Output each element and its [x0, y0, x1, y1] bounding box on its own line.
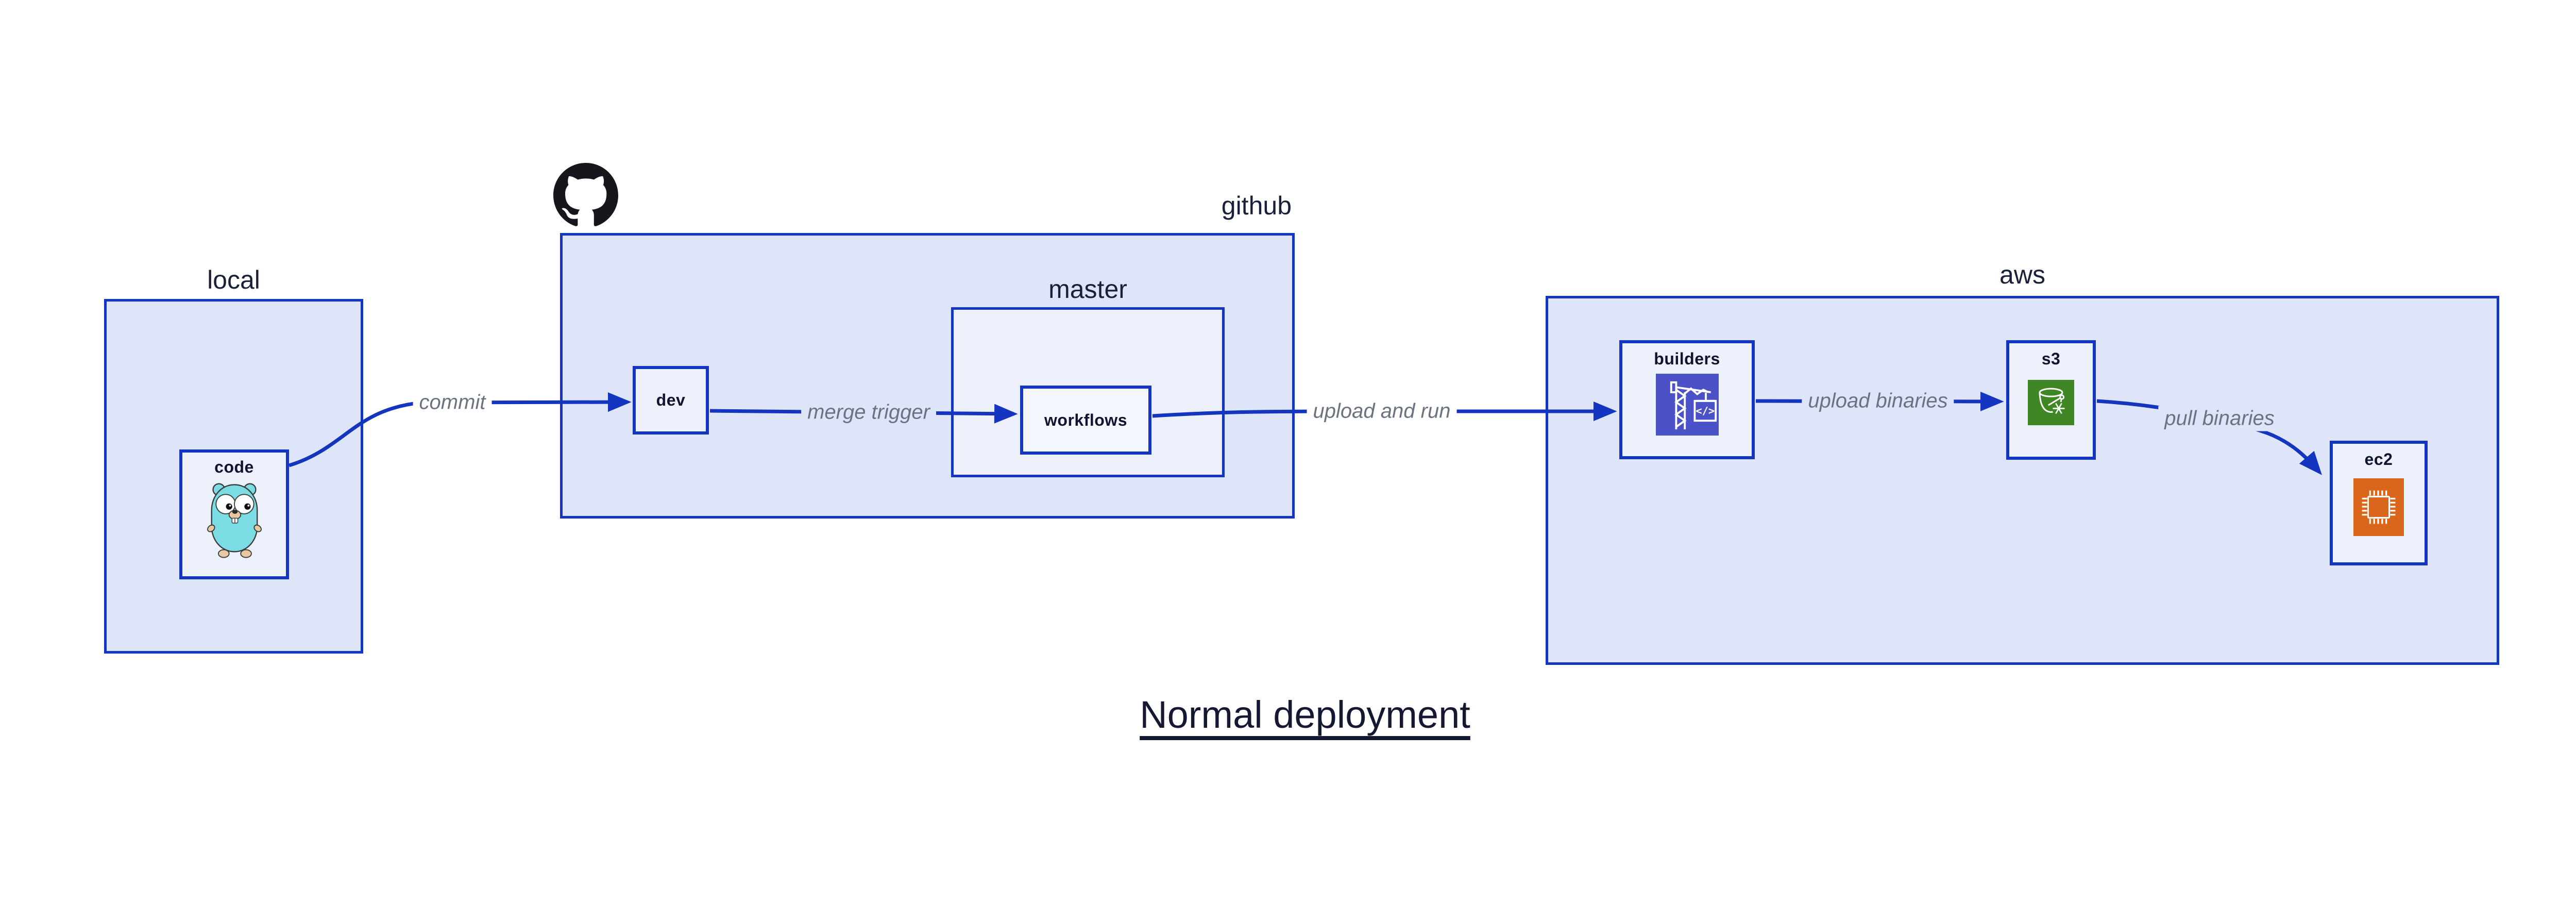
- go-gopher-icon: [207, 483, 262, 558]
- github-container-label: github: [1221, 191, 1292, 220]
- aws-s3-bucket-snowflake-icon: [2028, 380, 2074, 425]
- node-workflows: workflows: [1020, 386, 1151, 455]
- s3-node-label: s3: [2041, 349, 2061, 368]
- local-container-label: local: [207, 265, 260, 294]
- edge-label-commit: commit: [413, 390, 492, 415]
- code-node-label: code: [214, 458, 254, 476]
- dev-node-label: dev: [656, 391, 686, 409]
- node-code: code: [179, 449, 289, 579]
- aws-codebuild-crane-icon: </>: [1655, 374, 1719, 436]
- workflows-node-label: workflows: [1044, 410, 1127, 429]
- master-container-label: master: [1048, 275, 1127, 304]
- github-octocat-icon: [553, 163, 618, 226]
- edge-label-pull-binaries: pull binaries: [2158, 406, 2281, 431]
- edge-label-merge-trigger: merge trigger: [801, 399, 936, 425]
- node-ec2: ec2: [2330, 441, 2428, 565]
- builders-node-label: builders: [1654, 349, 1720, 368]
- diagram-title: Normal deployment: [1140, 693, 1470, 736]
- svg-text:</>: </>: [1696, 405, 1715, 417]
- aws-ec2-chip-icon: [2353, 478, 2404, 536]
- node-builders: builders </>: [1619, 340, 1755, 459]
- node-dev: dev: [633, 366, 709, 435]
- node-s3: s3: [2006, 340, 2096, 460]
- edge-label-upload-binaries: upload binaries: [1802, 388, 1954, 414]
- edge-label-upload-and-run: upload and run: [1307, 398, 1457, 424]
- aws-container-label: aws: [1999, 260, 2045, 289]
- edge-commit: [288, 392, 632, 467]
- ec2-node-label: ec2: [2364, 450, 2393, 469]
